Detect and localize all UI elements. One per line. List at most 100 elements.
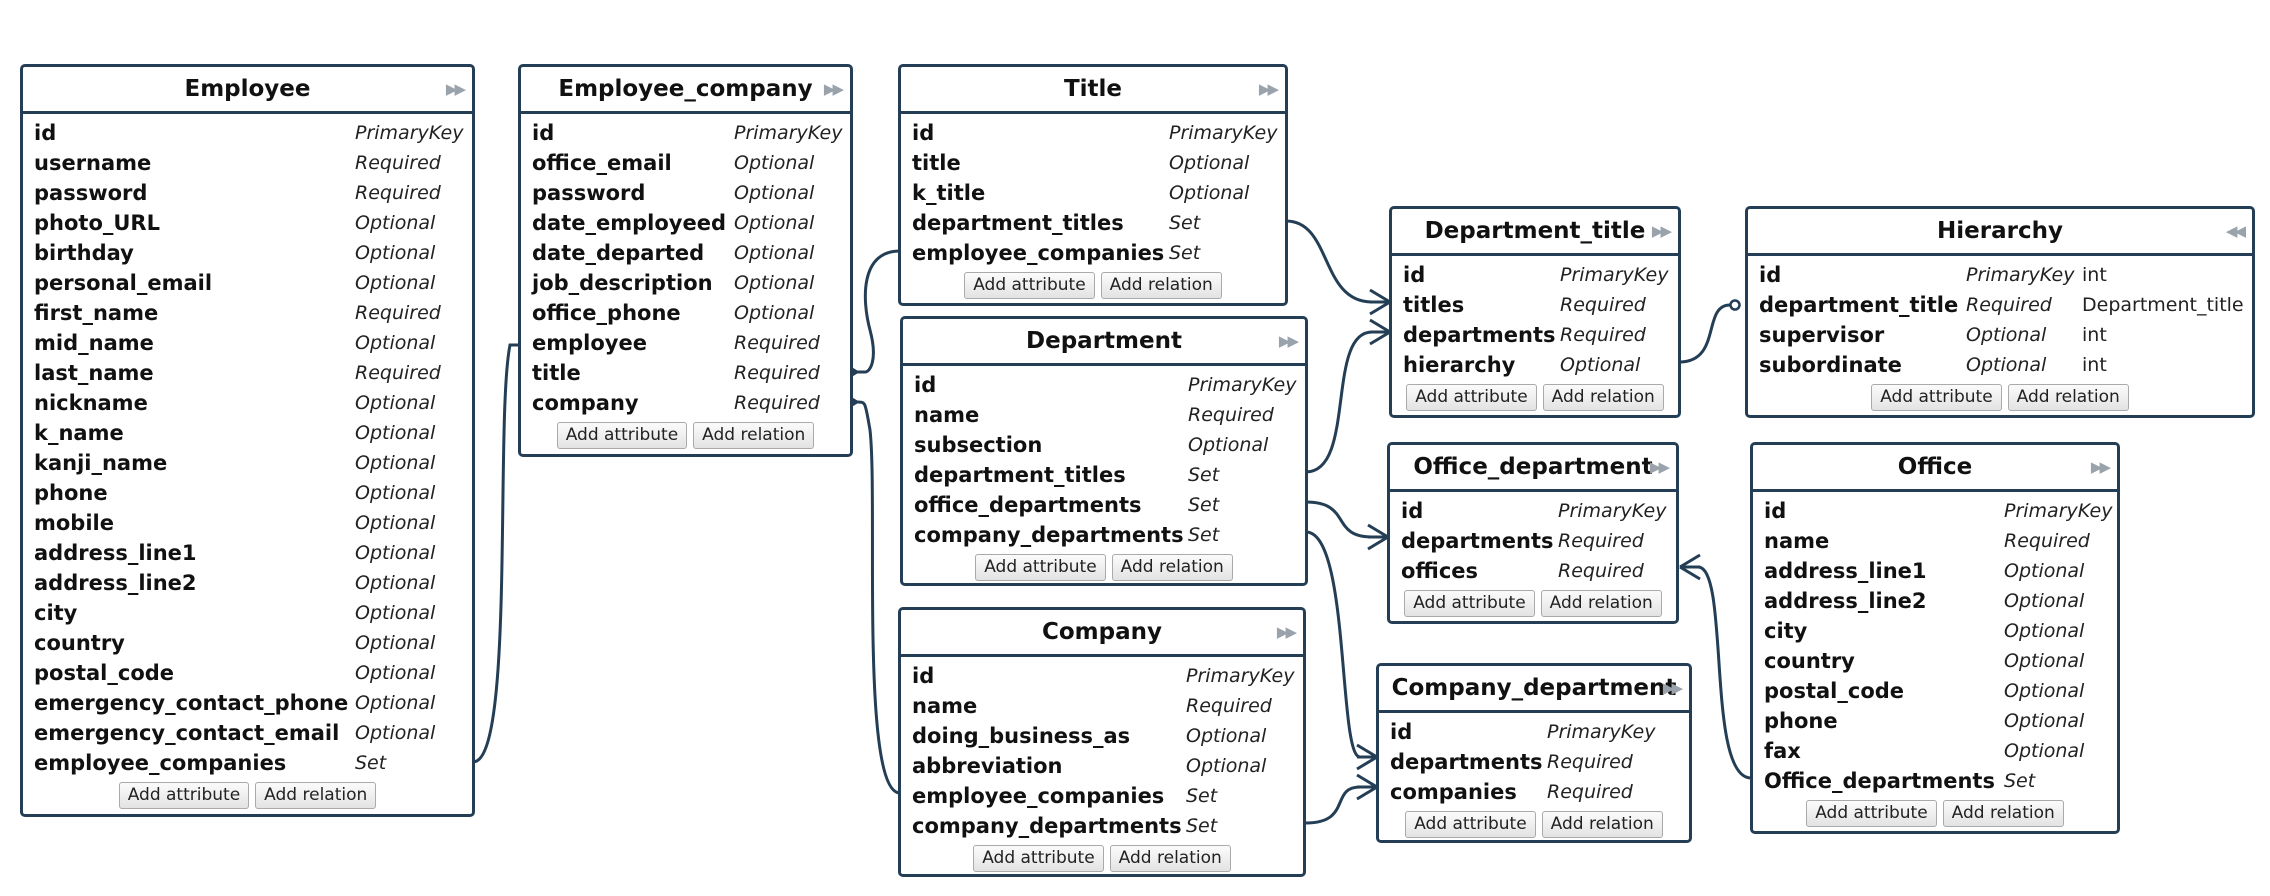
add-relation-button[interactable]: Add relation <box>1109 845 1231 872</box>
add-attribute-button[interactable]: Add attribute <box>964 272 1095 299</box>
collapse-right-icon[interactable]: ▶▶ <box>445 80 466 98</box>
add-attribute-button[interactable]: Add attribute <box>973 845 1104 872</box>
collapse-right-icon[interactable]: ▶▶ <box>1278 332 1299 350</box>
entity-header[interactable]: Hierarchy◀◀ <box>1748 209 2252 256</box>
add-attribute-button[interactable]: Add attribute <box>975 554 1106 581</box>
add-attribute-button[interactable]: Add attribute <box>1405 811 1536 838</box>
entity-header[interactable]: Department_title▶▶ <box>1392 209 1678 256</box>
collapse-right-icon[interactable]: ▶▶ <box>1276 623 1297 641</box>
add-relation-button[interactable]: Add relation <box>1100 272 1222 299</box>
collapse-right-icon[interactable]: ▶▶ <box>1649 458 1670 476</box>
entity-header[interactable]: Company▶▶ <box>901 610 1303 657</box>
add-attribute-button[interactable]: Add attribute <box>1871 384 2002 411</box>
add-relation-button[interactable]: Add relation <box>693 422 815 449</box>
add-attribute-button[interactable]: Add attribute <box>118 782 250 809</box>
add-relation-button[interactable]: Add relation <box>1540 590 1662 617</box>
add-attribute-button[interactable]: Add attribute <box>1404 590 1535 617</box>
add-relation-button[interactable]: Add relation <box>1541 811 1663 838</box>
add-attribute-button[interactable]: Add attribute <box>1406 384 1537 411</box>
entity-header[interactable]: Office_department▶▶ <box>1390 445 1676 492</box>
entity-header[interactable]: Title▶▶ <box>901 67 1285 114</box>
entity-header[interactable]: Employee▶▶ <box>23 67 472 114</box>
entity-header[interactable]: Employee_company▶▶ <box>521 67 850 114</box>
add-relation-button[interactable]: Add relation <box>1111 554 1233 581</box>
add-attribute-button[interactable]: Add attribute <box>1806 800 1937 827</box>
collapse-right-icon[interactable]: ▶▶ <box>2090 458 2111 476</box>
add-relation-button[interactable]: Add relation <box>1542 384 1664 411</box>
add-relation-button[interactable]: Add relation <box>1942 800 2064 827</box>
collapse-right-icon[interactable]: ▶▶ <box>1258 80 1279 98</box>
add-attribute-button[interactable]: Add attribute <box>556 422 688 449</box>
collapse-right-icon[interactable]: ▶▶ <box>823 80 844 98</box>
entity-header[interactable]: Company_department▶▶ <box>1379 666 1689 713</box>
